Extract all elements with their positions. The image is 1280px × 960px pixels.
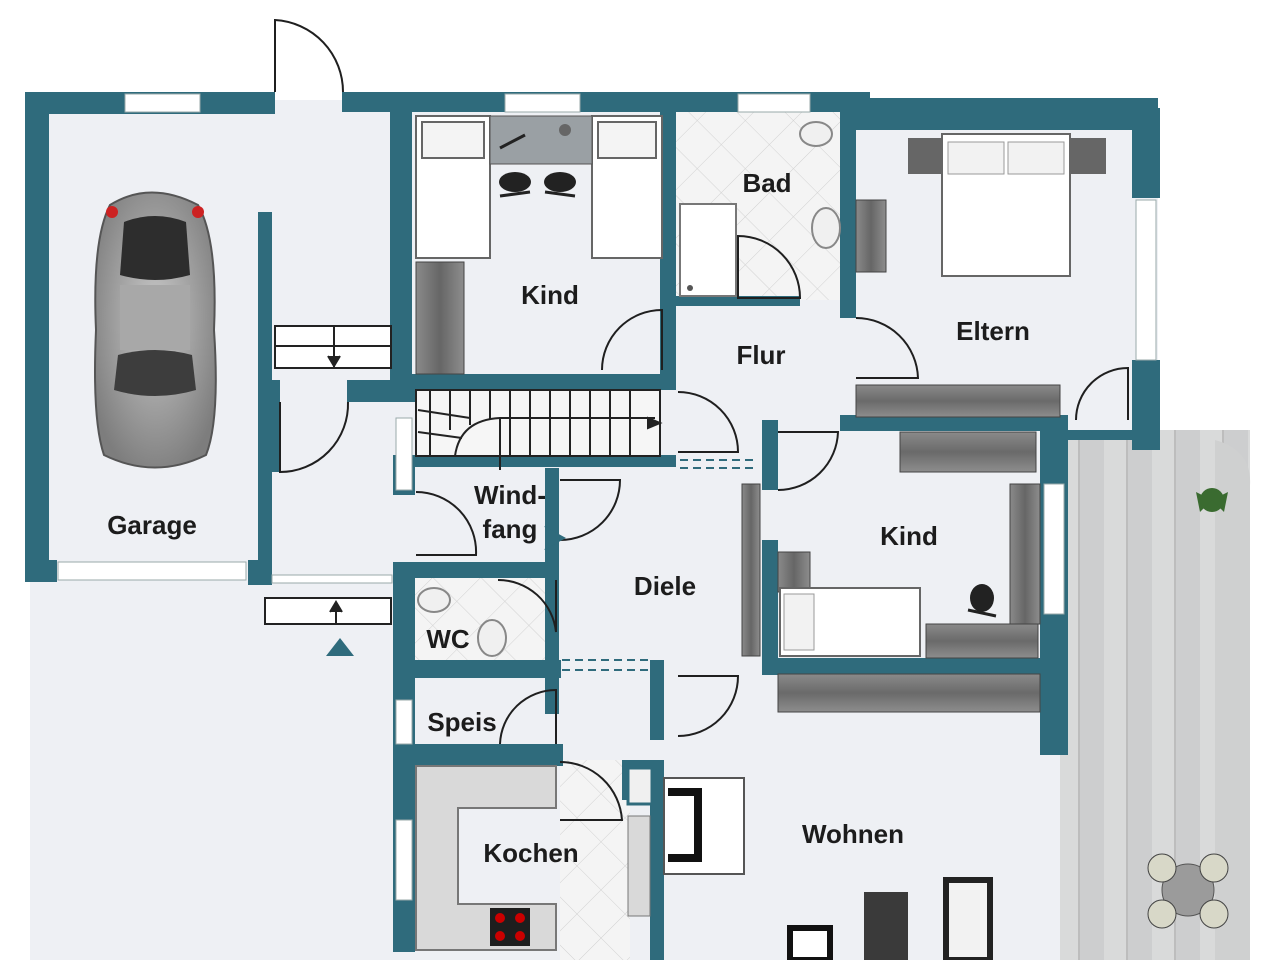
room-label-windfang-2: fang [483,514,538,544]
plant-icon [1196,488,1228,512]
office-chair-icon [499,172,576,198]
room-label-kochen: Kochen [483,838,578,868]
room-label-wohnen: Wohnen [802,819,904,849]
room-label-kind-top: Kind [521,280,579,310]
bed-icon [779,587,921,657]
windows [57,93,1157,901]
room-label-diele: Diele [634,571,696,601]
room-label-eltern: Eltern [956,316,1030,346]
wardrobe-icon [415,199,1061,713]
room-label-windfang-1: Wind- [474,480,546,510]
dining-table-icon [1147,853,1229,929]
shower-icon [679,203,737,297]
stove-icon [490,908,530,946]
office-chair-icon [967,584,997,618]
car-icon [94,191,217,469]
sofa-icon [787,877,993,960]
garage-steps [264,325,392,625]
desk-icon [489,115,593,165]
kitchen-counter [415,765,557,951]
fireplace-icon [663,777,745,875]
room-label-wc: WC [426,624,470,654]
bed-icon [415,115,663,259]
walls [25,92,1160,960]
room-label-kind-right: Kind [880,521,938,551]
room-labels: Garage Kind Bad Eltern Flur Wind- fang D… [107,168,1030,868]
toilet-icon [477,121,833,657]
room-label-garage: Garage [107,510,197,540]
thresholds [562,459,758,671]
kitchen-cabinet [626,766,654,917]
doors [274,18,1129,821]
entrance-arrow-icon [326,526,566,656]
bed-icon [908,133,1106,277]
room-label-bad: Bad [742,168,791,198]
room-label-flur: Flur [736,340,785,370]
stairs-icon [415,389,663,470]
room-label-speis: Speis [427,707,496,737]
